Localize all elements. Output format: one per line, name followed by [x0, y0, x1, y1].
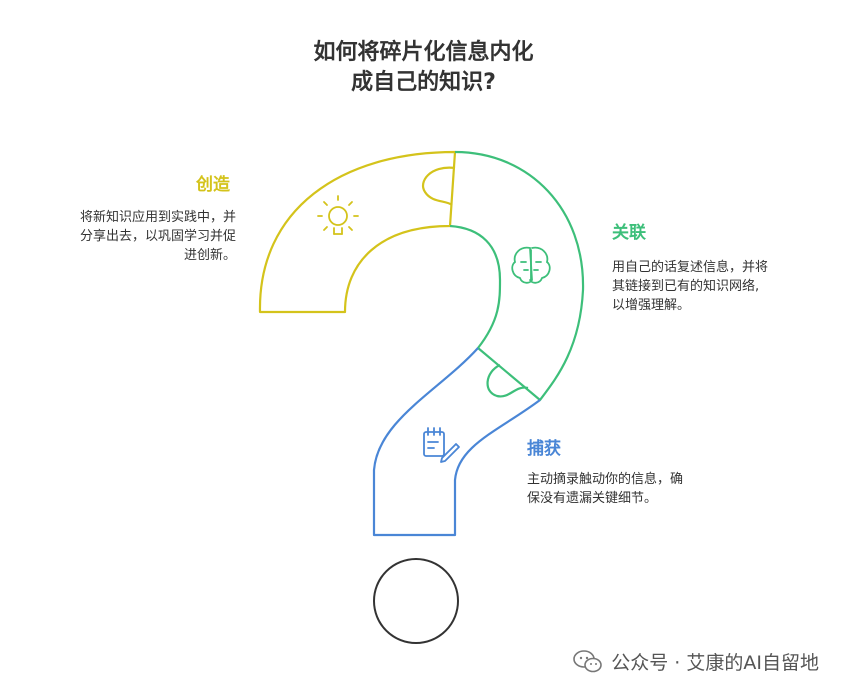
create-desc-line-1: 将新知识应用到实践中，并 [79, 210, 236, 225]
connect-puzzle-tab [486, 364, 529, 398]
capture-label: 捕获 [527, 439, 561, 459]
page-title: 如何将碎片化信息内化 成自己的知识? [0, 38, 847, 98]
capture-description: 主动摘录触动你的信息，确 保没有遗漏关键细节。 [527, 470, 683, 508]
create-desc-line-2: 分享出去，以巩固学习并促 [79, 229, 236, 244]
capture-segment [372, 347, 541, 537]
brain-icon [511, 246, 551, 284]
capture-desc-line-2: 保没有遗漏关键细节。 [527, 491, 658, 506]
connect-desc-line-1: 用自己的话复述信息，并将 [612, 260, 769, 275]
create-label: 创造 [196, 175, 230, 195]
title-line-2: 成自己的知识? [351, 70, 496, 95]
watermark: 公众号 · 艾康的AI自留地 [573, 648, 819, 675]
connect-desc-line-2: 其链接到已有的知识网络, [612, 279, 760, 294]
wechat-icon [573, 649, 603, 672]
title-line-1: 如何将碎片化信息内化 [313, 40, 534, 65]
question-dot [373, 558, 459, 644]
create-description: 将新知识应用到实践中，并 分享出去，以巩固学习并促 进创新。 [56, 208, 236, 265]
create-desc-line-3: 进创新。 [183, 248, 236, 263]
notepad-pencil-icon [423, 427, 460, 463]
capture-desc-line-1: 主动摘录触动你的信息，确 [527, 472, 684, 487]
connect-desc-line-3: 以增强理解。 [612, 298, 691, 313]
gear-lightbulb-icon [317, 195, 359, 235]
connect-label: 关联 [612, 223, 646, 243]
create-puzzle-tab [422, 166, 456, 206]
create-segment [258, 150, 457, 314]
connect-description: 用自己的话复述信息，并将 其链接到已有的知识网络, 以增强理解。 [612, 258, 768, 315]
connect-segment [449, 150, 585, 402]
watermark-text: 公众号 · 艾康的AI自留地 [611, 652, 819, 674]
